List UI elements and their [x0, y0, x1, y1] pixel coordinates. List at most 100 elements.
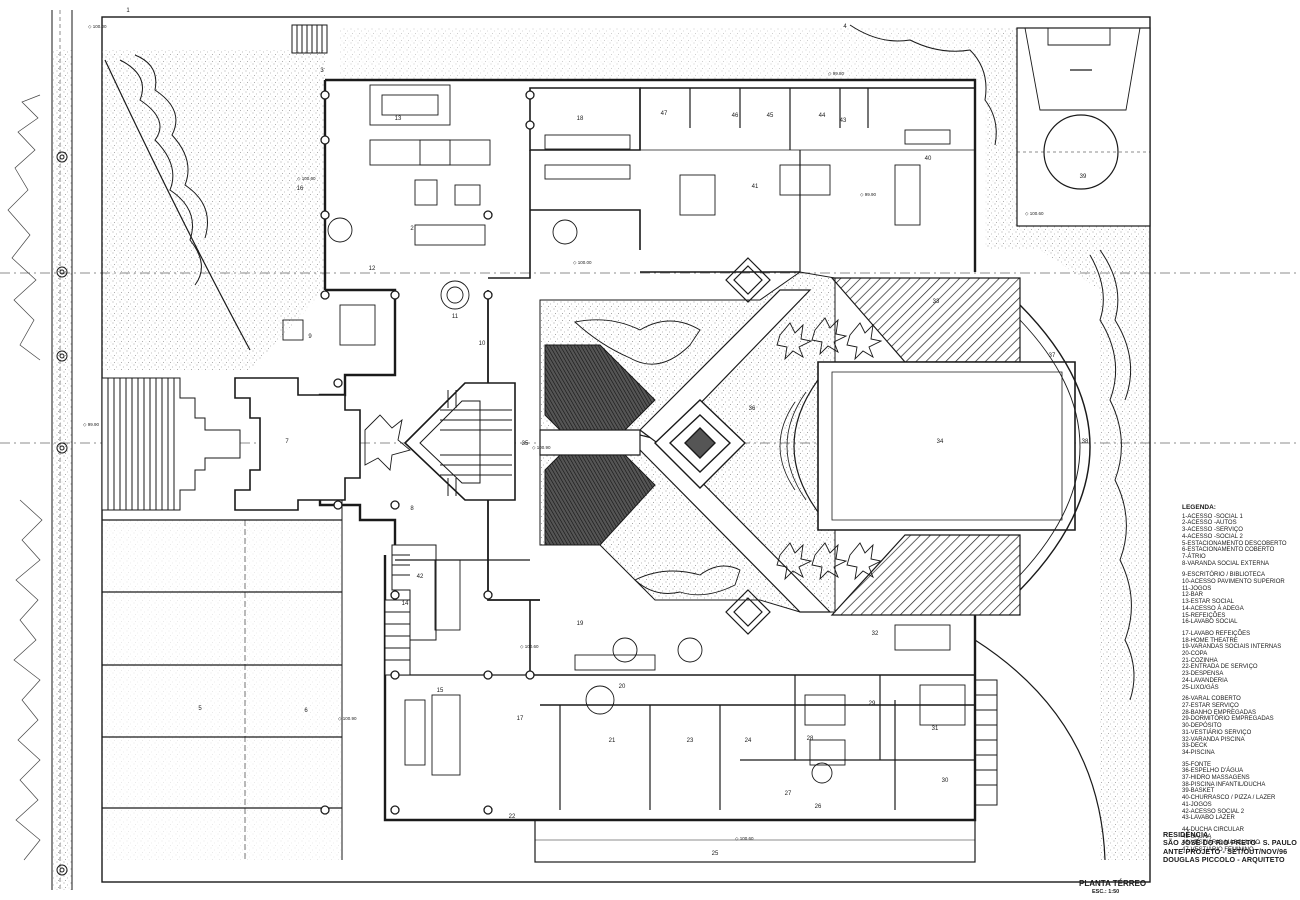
legend-item: 10-ACESSO PAVIMENTO SUPERIOR: [1182, 579, 1285, 586]
legend-item: 35-FONTE: [1182, 761, 1212, 768]
top-access-stair: [291, 24, 328, 54]
garden-stipple: [102, 28, 1150, 860]
room-label: 35: [522, 441, 529, 447]
level-mark: ◇ 99.80: [828, 71, 844, 76]
legend-item: 33-DECK: [1182, 743, 1208, 750]
legend-item: 14-ACESSO À ADEGA: [1182, 605, 1244, 612]
legend-item: 7-ÁTRIO: [1182, 553, 1206, 560]
legend-item: 34-PISCINA: [1182, 749, 1215, 756]
legend-item: 18-HOME THEATRE: [1182, 637, 1238, 644]
legend-item: 3-ACESSO -SERVIÇO: [1182, 527, 1243, 534]
legend-item: 21-COZINHA: [1182, 657, 1218, 664]
level-mark: ◇ 100.60: [1025, 211, 1044, 216]
project-phase: ANTE-PROJETO - SET/OUT/NOV/96: [1163, 846, 1288, 856]
room-label: 29: [869, 701, 876, 707]
small-fountain-bottom: [725, 589, 771, 635]
legend-item: 8-VARANDA SOCIAL EXTERNA: [1182, 560, 1270, 567]
room-label: 21: [609, 738, 616, 744]
room-label: 41: [752, 184, 759, 190]
legend-group: 9-ESCRITÓRIO / BIBLIOTECA 10-ACESSO PAVI…: [1182, 572, 1292, 626]
legend-group: 1-ACESSO -SOCIAL 1 2-ACESSO -AUTOS 3-ACE…: [1182, 514, 1292, 568]
room-label: 6: [304, 708, 308, 714]
legend-item: 27-ESTAR SERVIÇO: [1182, 702, 1239, 709]
pool: [779, 304, 1091, 591]
legend-item: 9-ESCRITÓRIO / BIBLIOTECA: [1182, 572, 1266, 579]
legend-item: 19-VARANDAS SOCIAIS INTERNAS: [1182, 644, 1282, 651]
west-entry-stair: [101, 377, 241, 511]
drive-arc: [104, 59, 251, 351]
level-mark: ◇ 100.60: [520, 644, 539, 649]
room-label: 3: [320, 68, 324, 74]
room-label: 23: [687, 738, 694, 744]
room-label: 45: [767, 113, 774, 119]
central-stair: [403, 382, 516, 501]
room-label: 9: [308, 334, 312, 340]
room-label: 4: [843, 24, 847, 30]
room-label: 43: [840, 118, 847, 124]
room-label: 1: [126, 8, 130, 14]
legend-item: 15-REFEIÇÕES: [1182, 612, 1226, 619]
room-label: 44: [819, 113, 826, 119]
legend-item: 40-CHURRASCO / PIZZA / LAZER: [1182, 795, 1276, 802]
legend-item: 11-JOGOS: [1182, 585, 1212, 592]
legend-group: 17-LAVABO REFEIÇÕES 18-HOME THEATRE 19-V…: [1182, 631, 1292, 691]
legend-item: 23-DESPENSA: [1182, 671, 1224, 678]
legend-item: 37-HIDRO MASSAGENS: [1182, 775, 1250, 782]
room-label: 8: [410, 506, 414, 512]
legend-item: 39-BASKET: [1182, 788, 1215, 795]
legend-item: 24-LAVANDERIA: [1182, 677, 1228, 684]
project-location: SÃO JOSÉ DO RIO PRETO - S. PAULO: [1163, 838, 1297, 848]
fountain: [653, 399, 747, 489]
room-label: 27: [785, 791, 792, 797]
legend-item: 47-VESTIÁRIO FEMININO: [1182, 847, 1254, 854]
legend-item: 16-LAVABO SOCIAL: [1182, 619, 1238, 626]
title-block: RESIDÊNCIA SÃO JOSÉ DO RIO PRETO - S. PA…: [1163, 830, 1297, 865]
street-trees-left: [56, 151, 68, 876]
legend-group: 44-DUCHA CIRCULAR 45-SAUNA 46-VESTIÁRIO …: [1182, 827, 1292, 854]
room-label: 10: [479, 341, 486, 347]
level-mark: ◇ 100.60: [735, 836, 754, 841]
legend-group: 35-FONTE 36-ESPELHO D'ÁGUA 37-HIDRO MASS…: [1182, 762, 1292, 822]
room-label: 15: [437, 688, 444, 694]
legend-item: 25-LIXO/GÁS: [1182, 684, 1219, 691]
legend-item: 46-VESTIÁRIO MASCULINO: [1182, 840, 1261, 847]
legend-item: 29-DORMITÓRIO EMPREGADAS: [1182, 716, 1274, 723]
room-label: 12: [369, 266, 376, 272]
room-label: 39: [1080, 174, 1087, 180]
interior-partitions: [395, 88, 975, 810]
drawing-scale: ESC.: 1:50: [1092, 889, 1120, 895]
legend-item: 32-VARANDA PISCINA: [1182, 736, 1245, 743]
structural-columns: [320, 90, 535, 815]
legend: LEGENDA: 1-ACESSO -SOCIAL 1 2-ACESSO -AU…: [1182, 504, 1292, 854]
room-label: 26: [815, 804, 822, 810]
planters: [364, 317, 883, 596]
legend-item: 44-DUCHA CIRCULAR: [1182, 826, 1245, 833]
room-label: 42: [417, 574, 424, 580]
furniture: [282, 84, 966, 784]
room-label: 13: [395, 116, 402, 122]
legend-item: 36-ESPELHO D'ÁGUA: [1182, 768, 1244, 775]
room-label: 36: [749, 406, 756, 412]
legend-item: 4-ACESSO -SOCIAL 2: [1182, 533, 1243, 540]
room-label: 30: [942, 778, 949, 784]
legend-item: 45-SAUNA: [1182, 833, 1212, 840]
diagonal-walkways: [539, 289, 832, 613]
room-label: 33: [933, 299, 940, 305]
legend-item: 26-VARAL COBERTO: [1182, 696, 1241, 703]
parking-area: [102, 500, 343, 860]
legend-item: 2-ACESSO -AUTOS: [1182, 520, 1237, 527]
legend-item: 12-BAR: [1182, 592, 1204, 599]
legend-group: 26-VARAL COBERTO 27-ESTAR SERVIÇO 28-BAN…: [1182, 696, 1292, 756]
level-marks: ◇ 100.00 ◇ 99.90 ◇ 100.90 ◇ 100.60 ◇ 99.…: [83, 24, 1044, 841]
service-stair: [974, 679, 998, 806]
legend-item: 17-LAVABO REFEIÇÕES: [1182, 630, 1251, 637]
room-label: 32: [872, 631, 879, 637]
project-name: RESIDÊNCIA: [1163, 830, 1209, 839]
room-label: 14: [402, 601, 409, 607]
room-label: 16: [297, 186, 304, 192]
room-label: 5: [198, 706, 202, 712]
legend-item: 31-VESTIÁRIO SERVIÇO: [1182, 729, 1252, 736]
legend-item: 5-ESTACIONAMENTO DESCOBERTO: [1182, 540, 1287, 547]
cellar-stair: [384, 544, 437, 676]
